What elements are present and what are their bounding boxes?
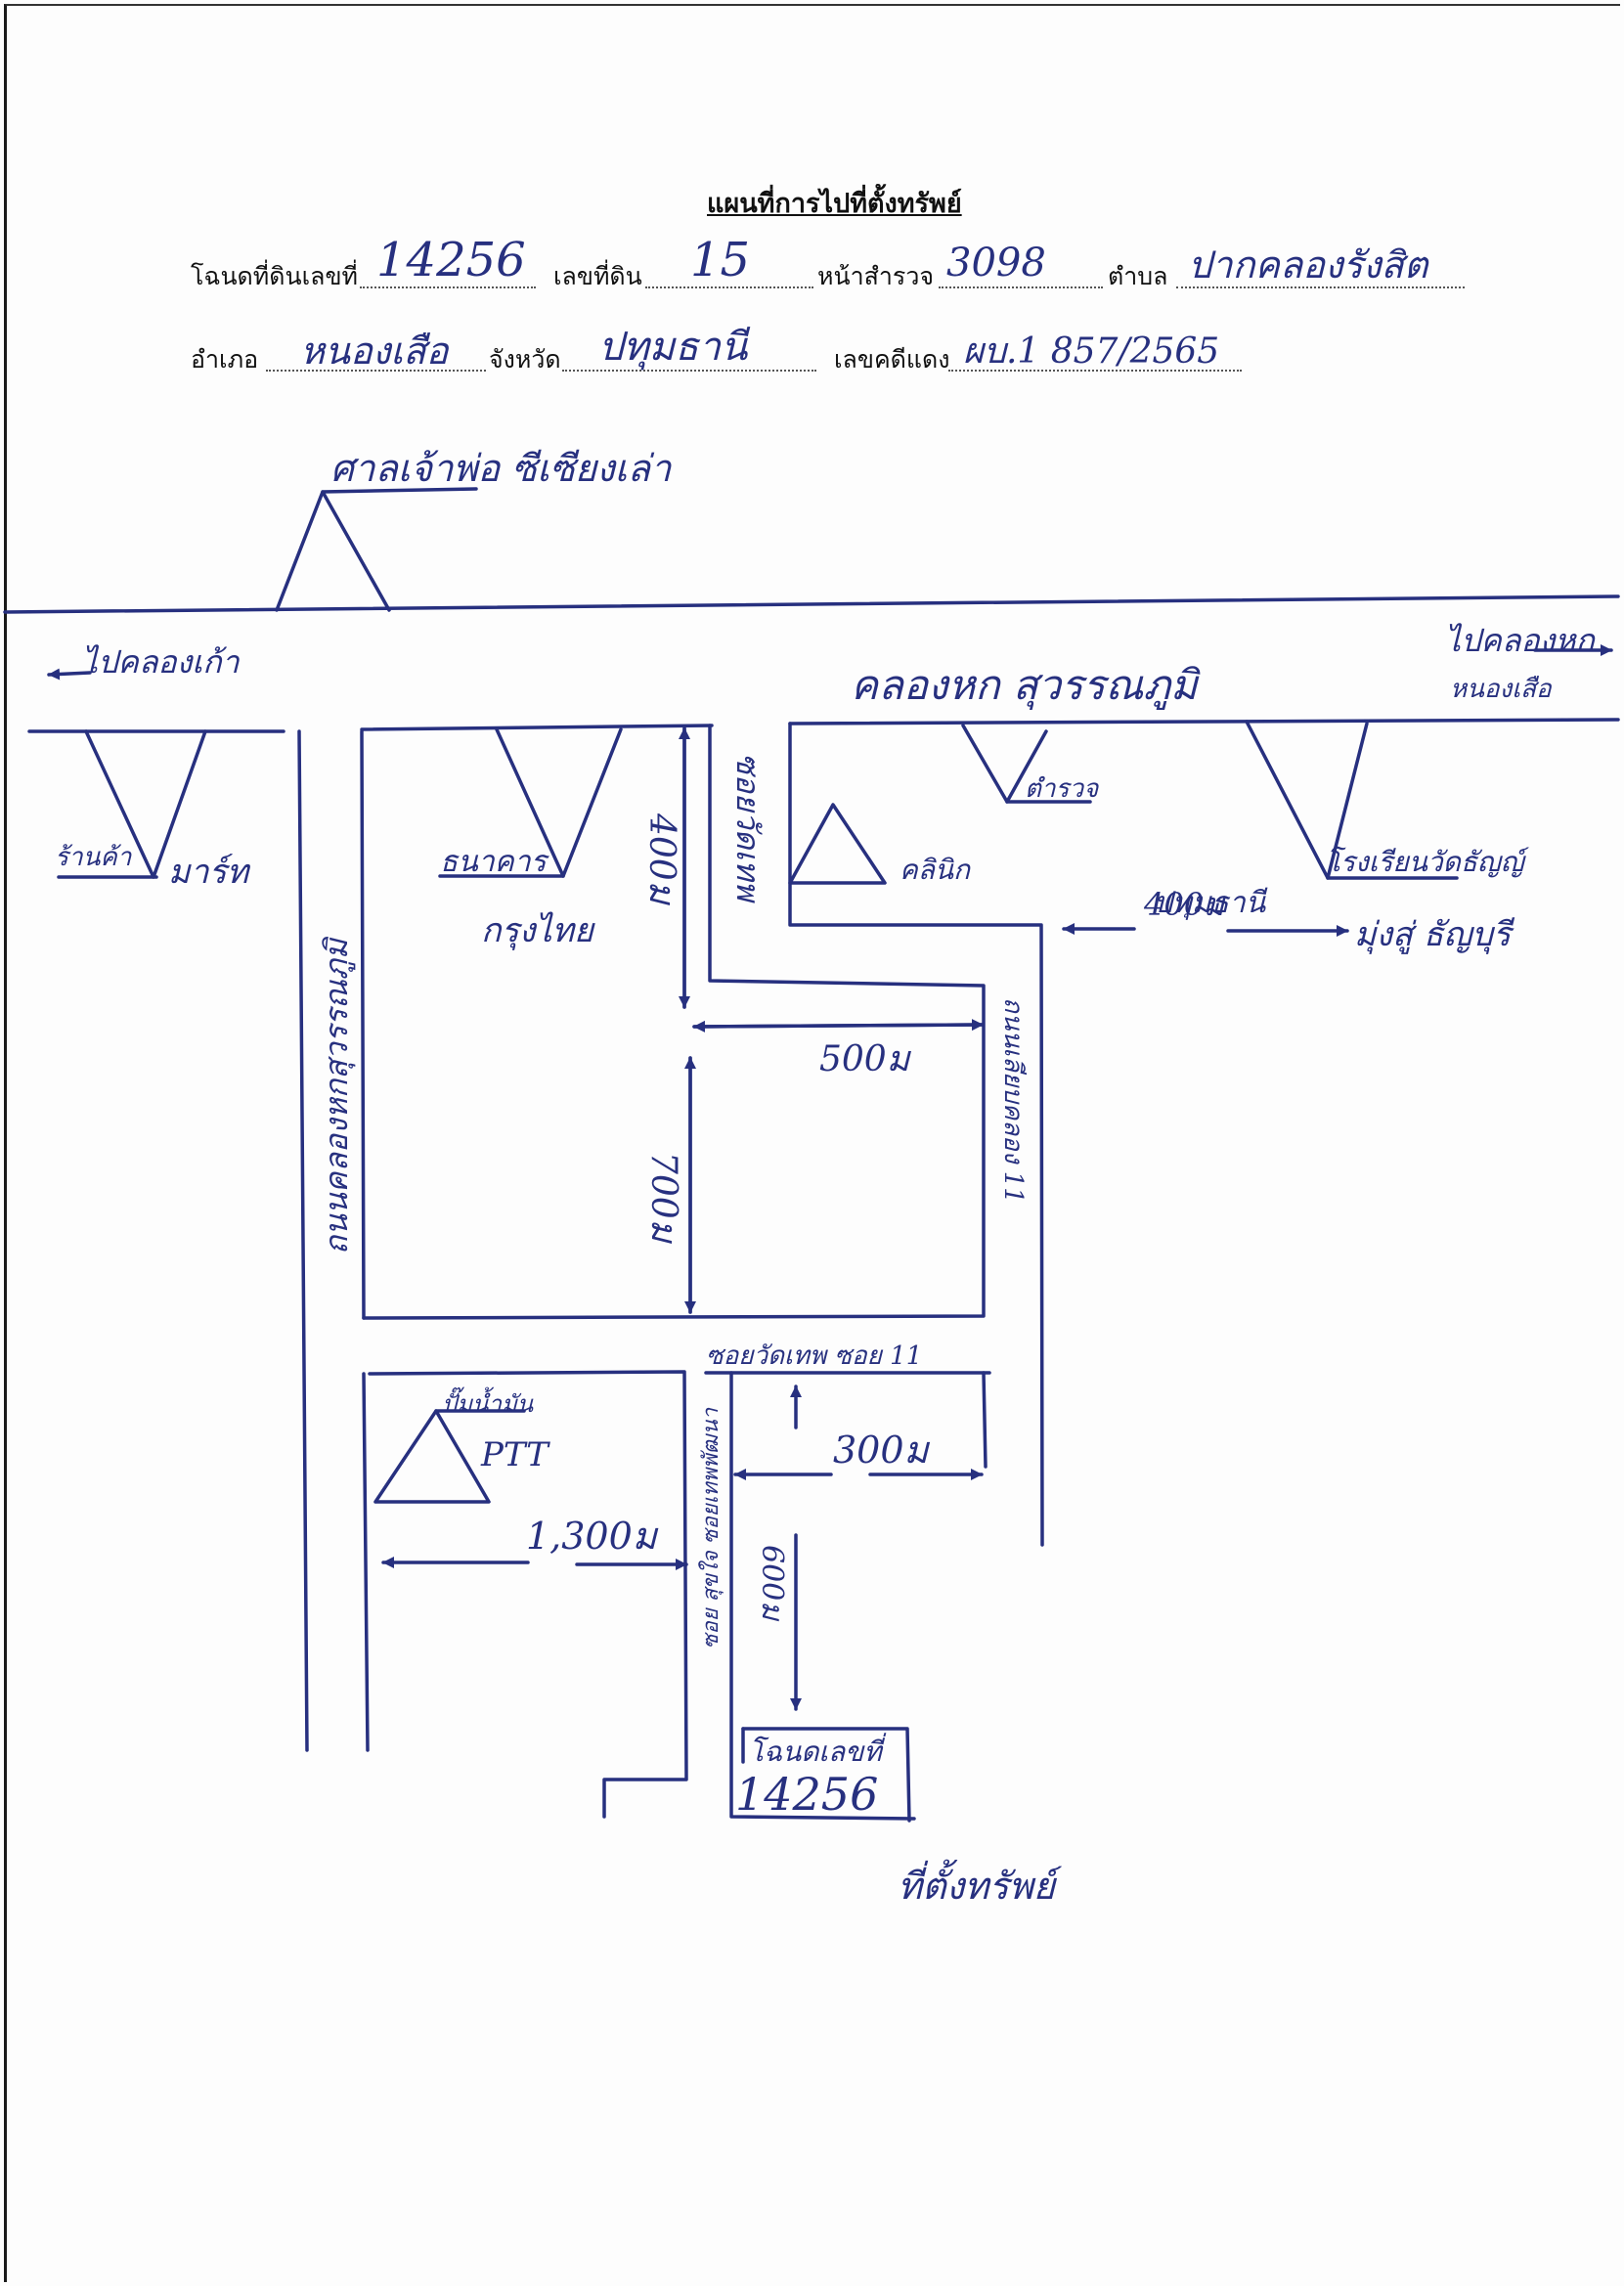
province-label: จังหวัด [489, 345, 561, 374]
subdistrict-label: ตำบล [1108, 262, 1168, 290]
scan-edge [4, 4, 1620, 2282]
bank-label: ธนาคาร [440, 845, 547, 879]
clinic-label: คลินิก [900, 854, 970, 886]
clinic-triangle [788, 803, 887, 885]
left-road-label: ถนนคลองหกสุวรรณภูมิ [318, 939, 355, 1255]
lower-right-block-edge [982, 1371, 988, 1469]
dist-lower-right-label: 300ม [833, 1429, 929, 1472]
shrine-triangle [275, 490, 391, 612]
district-label: อำเภอ [191, 345, 259, 374]
police-label: ตำรวจ [1025, 774, 1099, 804]
district-dots [266, 370, 486, 372]
page-title: แผนที่การไปที่ตั้งทรัพย์ [707, 189, 962, 219]
to-pathum-label-1: ปทุมธานี [1154, 886, 1266, 920]
soi-top-label: ซอยวัดเทพ [729, 753, 767, 901]
case-label: เลขคดีแดง [834, 345, 950, 374]
deed-label: โฉนดที่ดินเลขที่ [191, 262, 359, 290]
top-road-lower-edge-right [788, 718, 1620, 725]
province-value: ปทุมธานี [598, 325, 748, 370]
dist-upper-horiz-label: 500ม [819, 1039, 910, 1079]
to-left-label: ไปคลองเก้า [82, 643, 240, 681]
district-value: หนองเสือ [300, 330, 449, 373]
deed-value: 14256 [376, 233, 526, 287]
ptt-shop-label: ปั๊มน้ำมัน [442, 1390, 534, 1418]
arrow-to-left [47, 668, 92, 681]
property-location-label: ที่ตั้งทรัพย์ [898, 1865, 1056, 1908]
lower-mid-road [729, 1371, 916, 1821]
land-no-value: 15 [690, 233, 751, 287]
left-shop-label-1: ร้านค้า [55, 843, 132, 872]
upper-right-road [788, 722, 1044, 1547]
dist-upper-vert-label: 400ม [641, 813, 681, 904]
dist-upper-horiz-b [692, 1020, 985, 1033]
to-right-line2: หนองเสือ [1450, 675, 1552, 704]
soi-lower-vertical-label: ซอย สุขใจ ซอยเทพพัฒนา [699, 1408, 724, 1649]
to-right-line1: ไปคลองหก [1445, 622, 1595, 659]
school-label: โรงเรียนวัดธัญญ์ [1326, 846, 1524, 878]
main-road-label: คลองหก สุวรรณภูมิ [851, 661, 1198, 709]
top-road-upper-edge [3, 594, 1620, 614]
to-pathum-label-2: มุ่งสู่ ธัญบุรี [1354, 915, 1512, 954]
case-dots [948, 370, 1242, 372]
dist-lower-vert-label: 600ม [755, 1545, 789, 1621]
right-road-label: ถนนเลียบคลอง 11 [998, 997, 1028, 1204]
soi-bottom-label: ซอยวัดเทพ ซอย 11 [706, 1341, 923, 1371]
ptt-mark: PTT [481, 1435, 549, 1474]
dist-mid-vert-label: 700ม [643, 1152, 683, 1243]
land-no-dots [645, 286, 813, 288]
land-no-label: เลขที่ดิน [553, 262, 642, 290]
shrine-underline [321, 487, 478, 494]
property-box-deed: 14256 [735, 1768, 879, 1821]
deed-dots [360, 286, 536, 288]
lower-left-block [368, 1370, 688, 1819]
survey-dots [939, 286, 1103, 288]
left-road-right-edge-lower [362, 1372, 370, 1752]
survey-label: หน้าสำรวจ [817, 262, 935, 290]
left-road-right-edge [360, 729, 366, 1320]
ptt-triangle [373, 1409, 491, 1504]
survey-value: 3098 [946, 241, 1046, 286]
case-value: ผบ.1 857/2565 [963, 331, 1220, 372]
dist-right-arrow-label: 400ม [1144, 886, 1225, 923]
property-box-label: โฉนดเลขที่ [749, 1736, 882, 1768]
province-dots [562, 370, 816, 372]
top-road-lower-edge-mid [360, 724, 714, 731]
left-road-left-edge [297, 729, 309, 1752]
upper-block-outline [362, 724, 986, 1320]
left-shop-label-2: มาร์ท [168, 853, 249, 892]
subdistrict-dots [1176, 286, 1465, 288]
property-box [741, 1727, 911, 1823]
chain-store-label: กรุงไทย [481, 911, 593, 950]
subdistrict-value: ปากคลองรังสิต [1188, 243, 1428, 286]
shrine-label: ศาลเจ้าพ่อ ซีเซียงเล่า [330, 447, 672, 490]
dist-lower-left-label: 1,300ม [526, 1515, 657, 1558]
